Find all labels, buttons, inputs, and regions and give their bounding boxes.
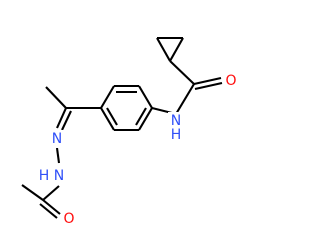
- atom-label-bg: [49, 130, 65, 148]
- bond-carbonyl-oxygen-1: [193, 76, 222, 86]
- bond-cyclopropyl-3: [169, 37, 184, 62]
- atom-labels: O N H N H N O: [39, 72, 238, 228]
- atom-label-bg: [168, 112, 184, 130]
- bond-imine-double-2: [61, 110, 72, 131]
- atom-label-bg: [51, 165, 67, 185]
- amide-group: [151, 60, 223, 116]
- atom-oxygen-acetyl: O: [63, 211, 74, 227]
- chemical-structure-diagram: O N H N H N O: [21, 36, 238, 228]
- bond-ring-inner-3: [135, 107, 147, 126]
- cyclopropyl-group: [156, 36, 184, 62]
- bond-ring-1: [138, 85, 153, 109]
- bond-acetyl-methyl: [21, 184, 44, 201]
- bond-ring-inner-2: [106, 107, 118, 126]
- acetylhydrazone-group: [21, 86, 101, 219]
- bond-ring-4: [100, 107, 115, 131]
- bond-ring-6: [138, 107, 153, 131]
- bond-acetyl-oxygen-1: [42, 199, 61, 215]
- bond-nitrogen-nitrogen: [55, 147, 61, 164]
- atom-oxygen-amide: O: [225, 73, 236, 89]
- atom-nitrogen-hydrazide: N: [54, 168, 64, 184]
- atom-nitrogen-imine: N: [52, 131, 62, 147]
- atom-label-bg: [62, 210, 76, 228]
- benzene-ring: [100, 84, 153, 132]
- bond-carbonyl-nitrogen: [175, 83, 195, 115]
- bond-cyclopropyl-1: [156, 37, 171, 62]
- bond-carbonyl-oxygen-2: [194, 81, 223, 91]
- atom-hydrogen-amide: H: [171, 127, 182, 143]
- bond-imine-carbon-methyl: [45, 86, 67, 109]
- atom-nitrogen-amide: N: [171, 113, 181, 129]
- atom-label-bg: [224, 72, 238, 90]
- bond-imine-double-1: [56, 107, 67, 129]
- bond-acetyl-oxygen-2: [39, 203, 58, 219]
- bond-ring-3: [100, 85, 115, 109]
- bond-cyclopropyl-carbonyl: [169, 60, 195, 85]
- atom-hydrogen-hydrazide: H: [39, 168, 50, 184]
- bond-hydrazide-nitrogen-carbon: [42, 185, 60, 201]
